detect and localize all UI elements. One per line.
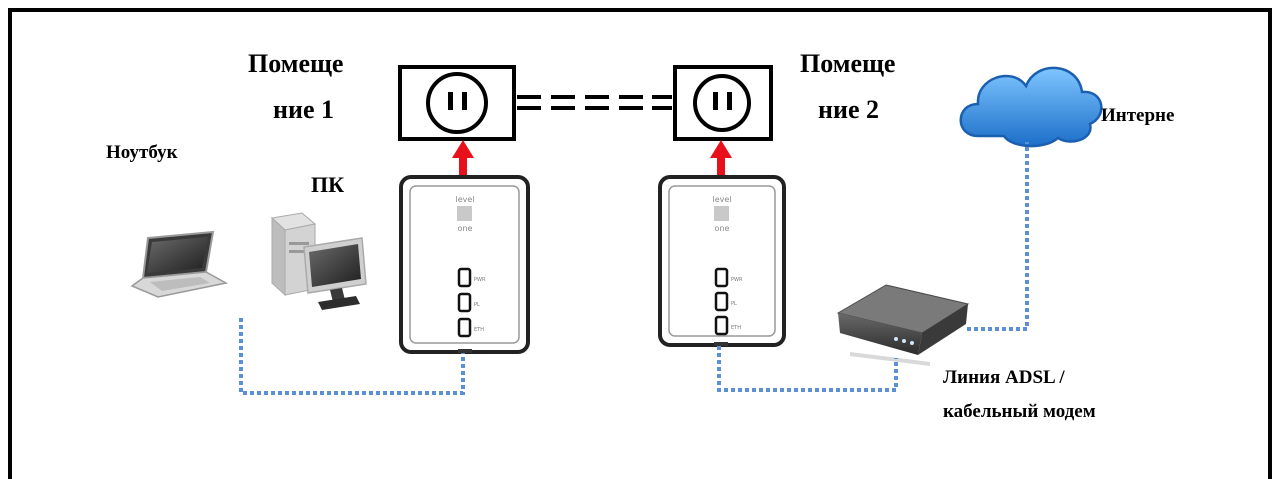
plug-arrow-room2	[710, 140, 732, 176]
internet-cloud-icon	[959, 66, 1103, 148]
powerline-adapter-room2: level one PWR PL ETH	[658, 175, 786, 347]
plug-arrow-room1	[452, 140, 474, 176]
desktop-pc-icon	[270, 212, 367, 310]
brand-text-bottom: one	[715, 224, 730, 233]
pl-led-label: PL	[474, 302, 480, 308]
brand-text-top: level	[455, 195, 474, 204]
room2-label-line2: ние 2	[818, 95, 880, 124]
internet-label: Интерне	[1101, 105, 1175, 126]
eth-led-label: ETH	[474, 327, 484, 333]
modem-label-line1: Линия ADSL /	[943, 367, 1065, 388]
eth-led	[714, 315, 729, 336]
pl-led	[457, 292, 472, 313]
power-outlet-room1	[398, 65, 516, 141]
brand-text-top: level	[712, 195, 731, 204]
power-line	[517, 95, 672, 110]
power-outlet-room2	[673, 65, 773, 141]
eth-led-label: ETH	[731, 325, 741, 331]
laptop-label: Ноутбук	[106, 142, 178, 163]
room1-label-line1: Помеще	[248, 49, 344, 78]
eth-led	[457, 317, 472, 338]
cable-laptop-adapter1	[239, 318, 465, 395]
pl-led	[714, 291, 729, 312]
room2-label-line1: Помеще	[800, 49, 896, 78]
modem-label-line2: кабельный модем	[943, 401, 1096, 422]
laptop-icon	[130, 230, 229, 298]
pwr-led	[714, 267, 729, 288]
pwr-led-label: PWR	[474, 277, 486, 283]
pwr-led-label: PWR	[731, 277, 743, 283]
cable-adapter2-modem	[717, 346, 898, 392]
brand-text-bottom: one	[458, 224, 473, 233]
adsl-modem-icon	[836, 284, 970, 366]
pwr-led	[457, 267, 472, 288]
powerline-adapter-room1: level one PWR PL ETH	[399, 175, 530, 354]
pl-led-label: PL	[731, 301, 737, 307]
ethernet-cables	[239, 142, 1029, 395]
room1-label-line2: ние 1	[273, 95, 335, 124]
cable-modem-internet	[967, 142, 1029, 331]
pc-label: ПК	[311, 172, 345, 197]
